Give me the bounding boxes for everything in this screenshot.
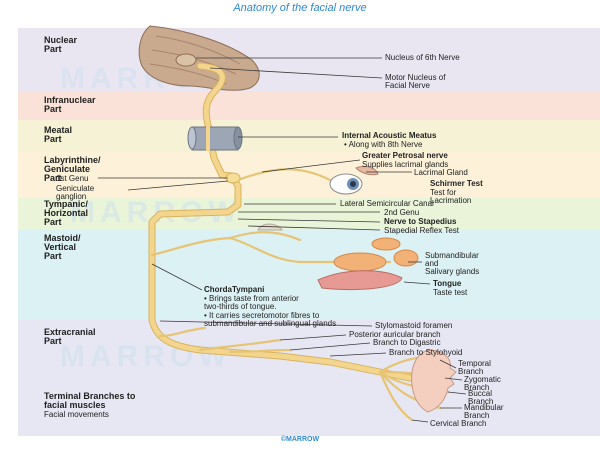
section-label-infranuclear: Infranuclear Part [44,95,96,114]
section-label-mastoid: Mastoid/ Vertical Part [44,233,81,261]
face-illustration [411,349,457,413]
label-schirmer-test: Schirmer Test [430,179,483,188]
salivary-glands-illustration [333,237,419,272]
footer-brand: ©MARROW [280,436,320,443]
label-terminal-branches: Terminal Branches to facial muscles [44,391,136,410]
label-1st-genu: 1st Genu [56,174,89,183]
label-motor-nucleus: Motor Nucleus of Facial Nerve [385,73,446,90]
label-cervical-branch: Cervical Branch [430,419,487,428]
section-label-labyrinthine: Labyrinthine/ Geniculate Part [44,155,101,183]
band-nuclear [18,28,600,92]
label-posterior-auricular: Posterior auricular branch [349,330,441,339]
label-submandibular-salivary: Submandibular and Salivary glands [425,251,480,276]
label-internal-acoustic-meatus: Internal Acoustic Meatus [342,131,437,140]
section-label-nuclear: Nuclear Part [44,35,78,54]
tongue-illustration [317,270,403,290]
label-zygomatic-branch: Zygomatic Branch [464,375,501,392]
label-nucleus-6th-nerve: Nucleus of 6th Nerve [385,53,460,62]
label-buccal-branch: Buccal Branch [468,389,494,406]
band-infranuclear [18,92,600,120]
label-nerve-to-stapedius: Nerve to Stapedius [384,217,457,226]
label-geniculate-ganglion: Geniculate ganglion [56,184,95,201]
label-branch-digastric: Branch to Digastric [373,338,441,347]
label-chorda-tympani: ChordaTympani [204,285,265,294]
label-stapedial-reflex-test: Stapedial Reflex Test [384,226,460,235]
section-label-tympanic: Tympanic/ Horizontal Part [44,199,88,227]
band-mastoid [18,230,600,320]
label-stylomastoid-foramen: Stylomastoid foramen [375,321,453,330]
band-meatal [18,120,600,152]
label-lateral-semicircular-canal: Lateral Semicircular Canal [340,199,434,208]
label-chorda-secretomotor: • It carries secretomotor fibres to subm… [204,311,337,328]
section-label-extracranial: Extracranial Part [44,327,96,346]
section-label-meatal: Meatal Part [44,125,73,144]
band-tympanic [18,198,600,230]
label-facial-movements: Facial movements [44,410,109,419]
eye-illustration [329,165,379,195]
band-labyrinthine [18,152,600,198]
label-supplies-lacrimal: Supplies lacrimal glands [362,160,449,169]
label-iam-along-8th: • Along with 8th Nerve [344,140,423,149]
watermark: MARROW [60,340,232,373]
internal-acoustic-meatus-cylinder [187,126,243,151]
label-chorda-taste: • Brings taste from anterior two-thirds … [204,294,299,311]
band-extracranial [18,320,600,436]
label-branch-stylohyoid: Branch to Stylohyoid [389,348,463,357]
label-2nd-genu: 2nd Genu [384,208,420,217]
label-lacrimal-gland: Lacrimal Gland [414,168,468,177]
label-mandibular-branch: Mandibular Branch [464,403,504,420]
greater-petrosal-branch [236,168,332,182]
label-test-for-lacrimation: Test for Lacrimation [430,188,472,205]
label-taste-test: Taste test [433,288,468,297]
diagram-title: Anatomy of the facial nerve [233,2,367,14]
label-temporal-branch: Temporal Branch [458,359,491,376]
label-greater-petrosal-nerve: Greater Petrosal nerve [362,151,448,160]
label-tongue: Tongue [433,279,462,288]
